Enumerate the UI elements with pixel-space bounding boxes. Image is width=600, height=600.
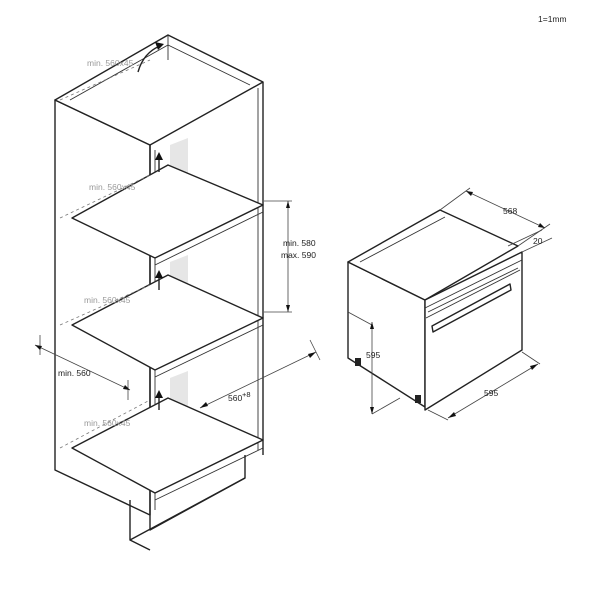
cabinet-shelf-1	[71, 164, 264, 259]
depth-label: 560	[228, 393, 242, 403]
niche-label-2: min. 560x45	[84, 295, 131, 305]
cabinet-floor	[71, 397, 264, 494]
height-min-label: min. 580	[283, 238, 316, 248]
oven-foot-left	[355, 358, 361, 366]
oven-depth-label: 568	[503, 206, 517, 216]
oven-height-label: 595	[366, 350, 380, 360]
oven-foot-right	[415, 395, 421, 403]
width-dimension: min. 560	[34, 335, 131, 400]
depth-sup-label: +8	[242, 390, 251, 399]
niche-label-1: min. 560x45	[89, 182, 136, 192]
oven-drawing: 568 20 595 595	[347, 187, 553, 421]
oven-height-dimension: 595	[347, 311, 401, 415]
width-label: min. 560	[58, 368, 91, 378]
oven-width-dimension: 595	[427, 351, 541, 421]
oven-depth-dimension: 568	[439, 187, 551, 247]
oven-door-label: 20	[533, 236, 543, 246]
oven-handle	[431, 283, 512, 333]
height-max-label: max. 590	[281, 250, 316, 260]
oven-door-dimension: 20	[507, 229, 553, 253]
depth-dimension: 560 +8	[199, 339, 321, 409]
cabinet-shelf-2	[71, 274, 264, 371]
cabinet-drawing: min. 560x45 min. 560x45 min. 560x45 min.…	[34, 34, 321, 551]
scale-note: 1=1mm	[538, 14, 567, 24]
niche-label-top: min. 560x45	[87, 58, 134, 68]
height-dimension: min. 580 max. 590	[264, 200, 316, 313]
oven-width-label: 595	[484, 388, 498, 398]
niche-label-3: min. 560x45	[84, 418, 131, 428]
